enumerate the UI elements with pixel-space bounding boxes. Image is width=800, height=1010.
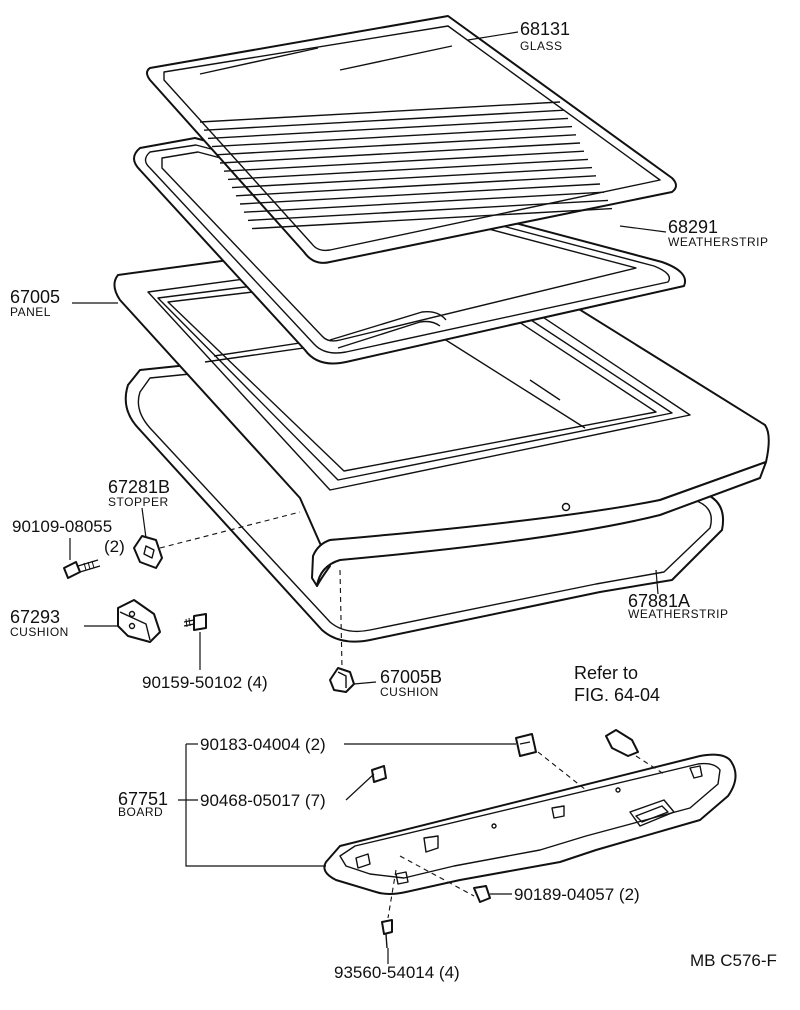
- glass-stripe: [239, 183, 601, 205]
- part-number-clip-b: 90468-05017 (7): [200, 791, 326, 810]
- bolt-stopper-drawing: [63, 559, 101, 579]
- glass-stripe: [199, 101, 561, 123]
- glass-stripe: [207, 117, 569, 140]
- stopper-alignment-line: [159, 511, 301, 549]
- part-desc-cushion-b: CUSHION: [380, 685, 439, 699]
- clip-b-drawing: [371, 765, 387, 783]
- glass-stripe: [223, 150, 585, 172]
- stopper-drawing: [133, 535, 163, 569]
- part-number-stopper: 67281B: [108, 477, 171, 497]
- leader-cushion-b: [353, 681, 377, 685]
- part-qty-bolt-stopper: (2): [104, 537, 125, 556]
- ref-bracket-drawing: [605, 729, 639, 757]
- part-desc-panel: PANEL: [10, 305, 51, 319]
- clip-c-drawing: [473, 885, 491, 903]
- glass-stripe: [243, 191, 605, 213]
- glass-drawing: [146, 15, 677, 264]
- cushion-drawing: [117, 599, 161, 643]
- part-desc-glass: GLASS: [520, 39, 563, 53]
- leader-clip-b: [345, 773, 375, 801]
- part-desc-cushion: CUSHION: [10, 625, 69, 639]
- part-desc-weatherstrip-upper: WEATHERSTRIP: [668, 235, 769, 249]
- part-number-glass: 68131: [520, 19, 571, 39]
- part-number-panel: 67005: [10, 287, 61, 307]
- part-desc-stopper: STOPPER: [108, 495, 169, 509]
- leader-board-bracket: [185, 744, 326, 867]
- glass-stripe: [235, 175, 597, 197]
- screw-cushion-drawing: [183, 613, 207, 631]
- glass-stripe: [203, 109, 565, 131]
- part-number-weatherstrip-lower: 67881A: [628, 591, 691, 611]
- part-number-clip-c: 90189-04057 (2): [514, 885, 640, 904]
- glass-stripe: [215, 134, 577, 156]
- clip-a-drawing: [515, 733, 537, 757]
- part-number-bolt-stopper: 90109-08055: [12, 517, 113, 536]
- glass-stripe: [211, 125, 573, 148]
- glass-stripe: [219, 142, 581, 164]
- part-desc-board: BOARD: [118, 805, 164, 819]
- part-number-weatherstrip-upper: 68291: [668, 217, 719, 237]
- screw-board-drawing: [381, 919, 393, 949]
- leader-weatherstrip-lower: [655, 569, 659, 595]
- leader-glass: [467, 31, 519, 41]
- glass-stripe: [231, 166, 593, 189]
- ref-bracket-alignment-line: [635, 755, 665, 775]
- glass-stripe: [227, 158, 589, 181]
- glass-stripe: [247, 199, 609, 222]
- clip-a-alignment-line: [537, 751, 587, 791]
- leader-stopper: [141, 507, 147, 539]
- cushion-b-alignment-line: [339, 569, 343, 669]
- part-number-screw-cushion: 90159-50102 (4): [142, 673, 268, 692]
- leader-weatherstrip-upper: [619, 225, 667, 233]
- screw-board-alignment-line: [387, 869, 397, 919]
- cushion-b-drawing: [329, 667, 355, 693]
- board-drawing: [323, 753, 737, 895]
- glass-stripe: [251, 207, 613, 230]
- part-number-cushion: 67293: [10, 607, 61, 627]
- part-desc-weatherstrip-lower: WEATHERSTRIP: [628, 607, 729, 621]
- reference-line-1: Refer to: [574, 663, 639, 683]
- part-number-cushion-b: 67005B: [380, 667, 443, 687]
- part-number-clip-a: 90183-04004 (2): [200, 735, 326, 754]
- diagram-code: MB C576-F: [690, 951, 777, 970]
- reference-line-2: FIG. 64-04: [574, 685, 661, 705]
- part-number-screw-board: 93560-54014 (4): [334, 963, 460, 982]
- part-number-board: 67751: [118, 789, 169, 809]
